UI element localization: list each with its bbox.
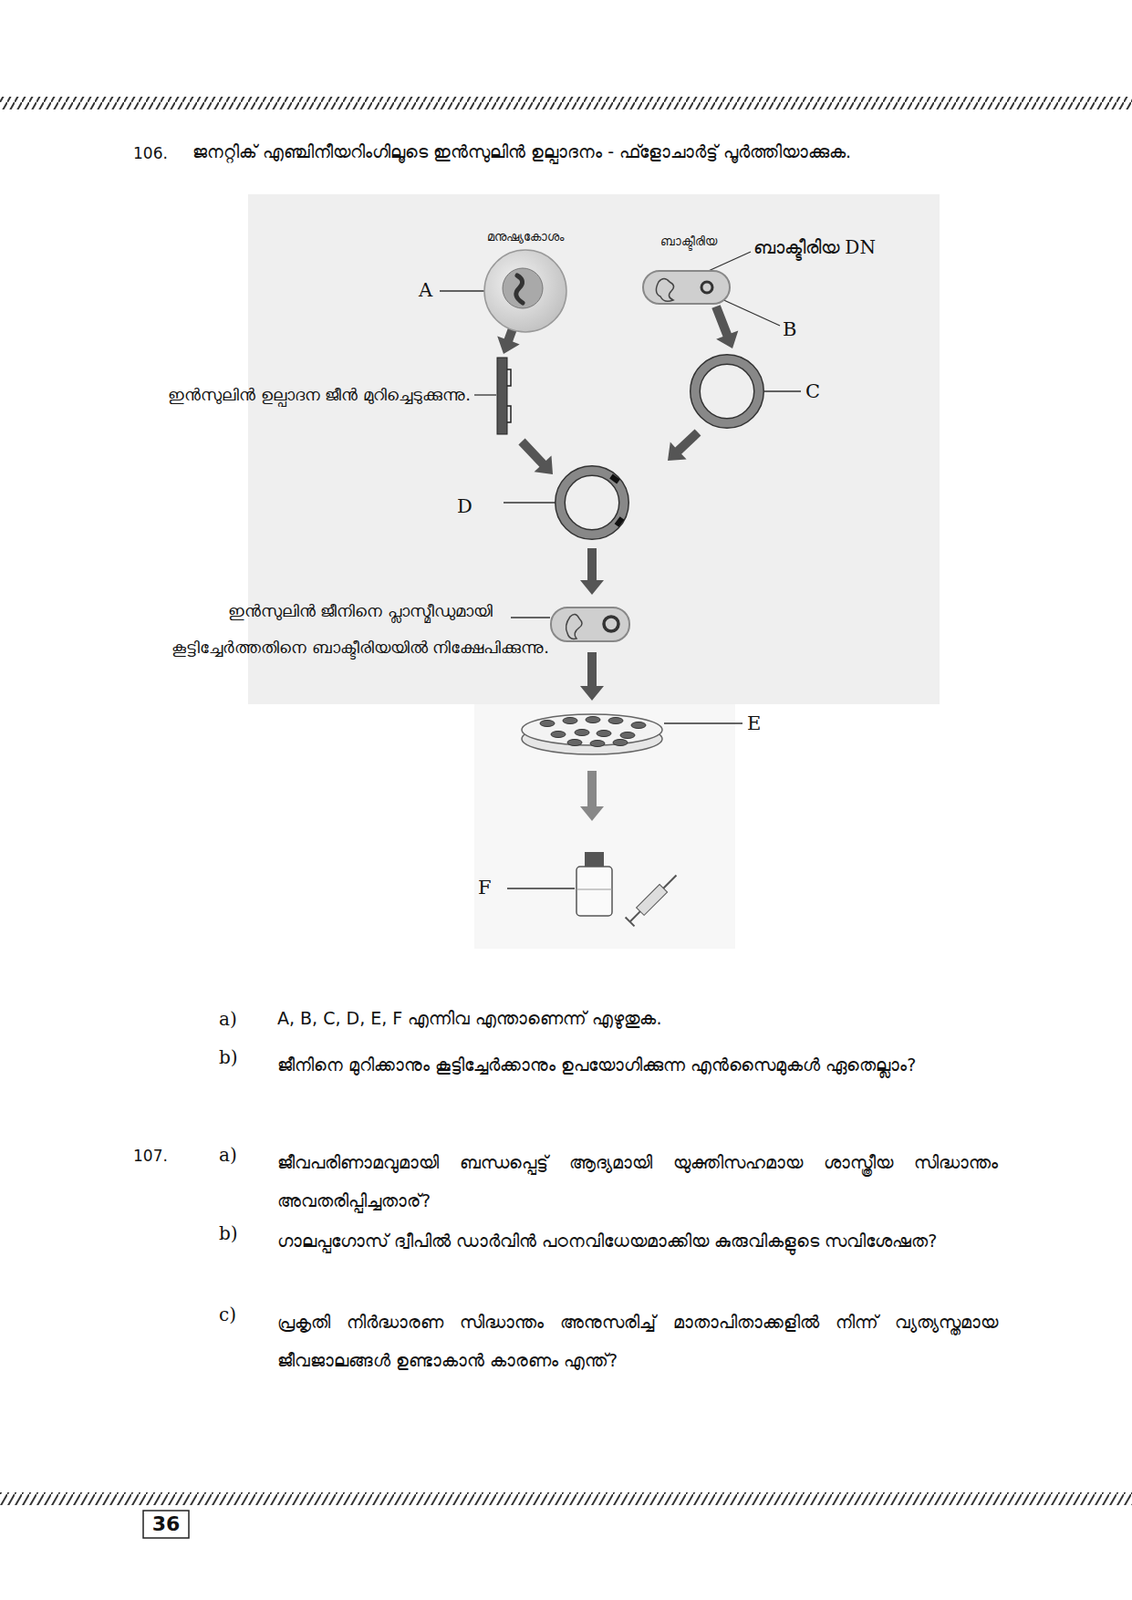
colony	[612, 739, 628, 747]
diagram-ground	[248, 194, 940, 705]
colony	[574, 729, 590, 737]
hatched-band	[0, 1492, 1132, 1506]
callout-letter: C	[805, 378, 821, 405]
plasmid-ring	[695, 359, 759, 424]
bacterial-dna	[566, 613, 582, 639]
bacterium	[550, 607, 630, 642]
colony	[590, 740, 605, 748]
sub-question-letter: c)	[218, 1302, 237, 1328]
recombinant-plasmid	[560, 470, 624, 535]
flow-arrow	[580, 652, 604, 701]
sub-question-letter: b)	[218, 1045, 239, 1070]
step-note: ഇൻസുലിൻ ജീനിനെ പ്ലാസ്മീഡുമായി കൂട്ടിച്ചേ…	[164, 592, 557, 666]
colony	[585, 716, 601, 724]
colony	[631, 722, 646, 729]
colony	[608, 717, 624, 725]
callout-letter: B	[782, 316, 797, 343]
sub-question: പ്രകൃതി നിർദ്ധാരണ സിദ്ധാന്തം അനുസരിച്ച് …	[277, 1302, 998, 1380]
human-cell: മനുഷ്യകോശം	[475, 229, 576, 342]
gene-ends	[507, 369, 511, 423]
colony	[596, 730, 612, 738]
plasmid-ring	[695, 359, 759, 424]
callout-letter: D	[456, 493, 473, 520]
question-number: 106.	[133, 143, 168, 165]
sub-question-letter: a)	[218, 1142, 238, 1168]
callout-letter: F	[477, 874, 492, 901]
node-heading: ബാക്ടീരിയ	[638, 234, 739, 250]
callout-letter: A	[418, 277, 433, 303]
petri-dish	[521, 714, 663, 746]
leader-line	[439, 251, 801, 889]
bacterium: ബാക്ടീരിയ	[638, 234, 739, 308]
flow-arrow	[580, 770, 604, 821]
colony	[567, 739, 582, 747]
cell-shape	[475, 229, 576, 342]
sub-question: ജീവപരിണാമവുമായി ബന്ധപ്പെട്ട് ആദ്യമായി യു…	[277, 1142, 998, 1220]
inserted-gene	[611, 476, 623, 526]
flow-arrow	[518, 438, 553, 475]
sub-question-letter: a)	[218, 1007, 238, 1032]
recombinant-plasmid	[560, 470, 624, 535]
insulin-gene	[497, 357, 508, 435]
vial-level	[576, 889, 613, 891]
flow-arrow	[667, 428, 701, 461]
flow-arrow	[580, 548, 604, 595]
hatched-band	[0, 96, 1132, 110]
colony	[620, 732, 635, 739]
insulin-vial	[576, 866, 613, 916]
callout-letter: E	[747, 710, 761, 737]
colony	[550, 731, 566, 738]
sub-question: A, B, C, D, E, F എന്നിവ എന്താണെന്ന് എഴുത…	[277, 1007, 998, 1031]
colony	[562, 717, 578, 725]
question-text: ജനറ്റിക് എഞ്ചിനീയറിംഗിലൂടെ ഇൻസുലിൻ ഉല്പാ…	[192, 140, 1014, 165]
question-number: 107.	[133, 1145, 168, 1167]
sub-question: ഗാലപ്പഗോസ് ദ്വീപിൽ ഡാർവിൻ പഠനവിധേയമാക്കി…	[277, 1221, 998, 1260]
step-note: ഇൻസുലിൻ ഉല്പാദന ജീൻ മുറിച്ചെടുക്കുന്നു.	[164, 375, 475, 415]
page-number-box	[143, 1510, 189, 1538]
vial-cap	[584, 851, 604, 867]
part-label: ബാക്ടീരിയ DN	[753, 235, 876, 260]
sub-question: ജീനിനെ മുറിക്കാനും കൂട്ടിച്ചേർക്കാനും ഉപ…	[277, 1045, 998, 1084]
syringe	[625, 871, 682, 927]
plasmid	[603, 616, 619, 632]
flow-arrow	[711, 304, 738, 349]
flow-arrows	[497, 304, 738, 821]
diagram-ground	[474, 704, 736, 949]
node-heading: മനുഷ്യകോശം	[475, 229, 576, 245]
page-number: 36	[143, 1511, 189, 1538]
colony	[540, 720, 555, 727]
sub-question-letter: b)	[218, 1221, 239, 1247]
colonies	[540, 716, 646, 748]
